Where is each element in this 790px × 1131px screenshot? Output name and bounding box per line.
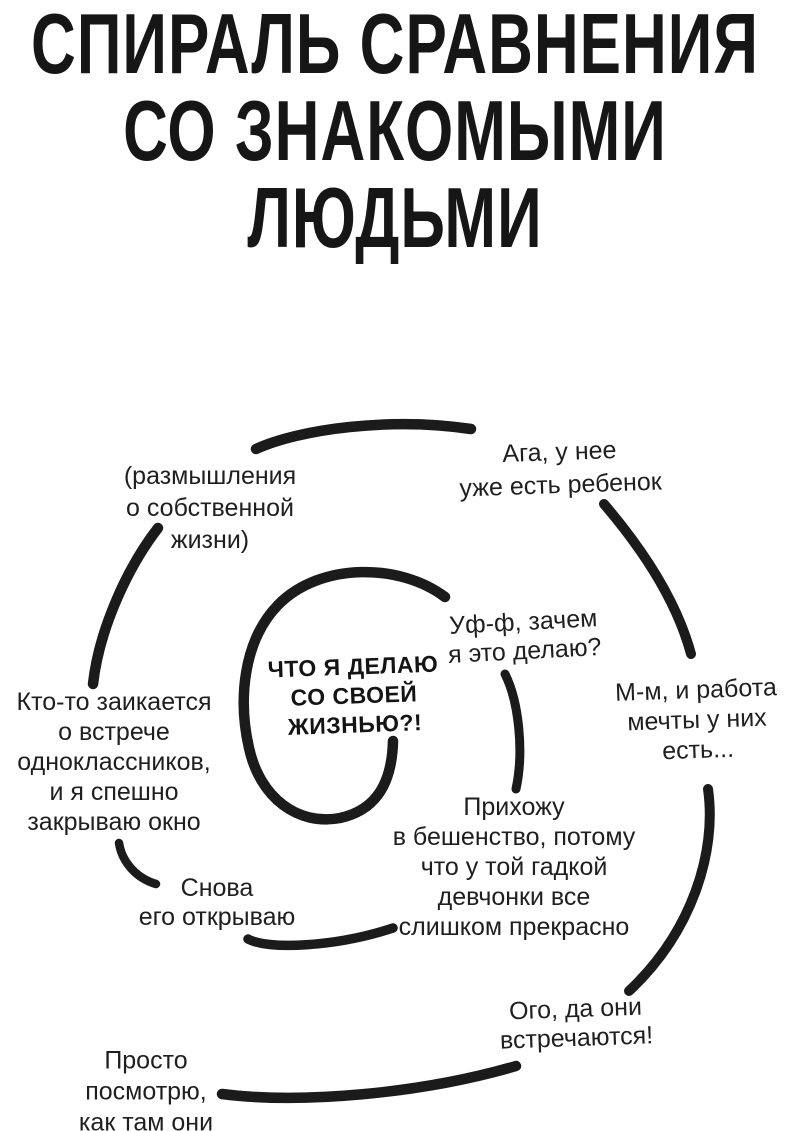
annotation-reflections: (размышления о собственной жизни) — [124, 460, 296, 556]
title-line-3: ЛЮДЬМИ — [247, 170, 543, 267]
title-line-1: СПИРАЛЬ СРАВНЕНИЯ — [31, 0, 759, 93]
annotation-line: встречаются! — [499, 1021, 654, 1055]
annotation-line: жизни) — [170, 526, 250, 554]
annotation-line: Снова — [180, 874, 254, 902]
annotation-line: есть... — [661, 734, 735, 766]
spiral-arc-lower-right — [624, 784, 715, 996]
annotation-line: как там они — [78, 1108, 214, 1131]
annotation-line: слишком прекрасно — [398, 913, 630, 941]
annotation-line: в бешенство, потому — [392, 823, 636, 851]
annotation-just-look: Просто посмотрю, как там они — [79, 1046, 213, 1131]
annotation-dream-job: М-м, и работа мечты у них есть... — [615, 672, 780, 768]
title-line-2: СО ЗНАКОМЫМИ — [123, 83, 667, 180]
spiral-arc-upper-right — [599, 499, 696, 659]
annotation-line: Кто-то заикается — [16, 688, 212, 716]
annotation-line: Просто — [104, 1046, 188, 1075]
annotation-line: и я спешно — [49, 778, 179, 806]
annotation-line: закрываю окно — [27, 808, 201, 836]
annotation-why-am-i-doing-this: Уф-ф, зачем я это делаю? — [446, 604, 602, 670]
annotation-center-thought: ЧТО Я ДЕЛАЮ СО СВОЕЙ ЖИЗНЬЮ?! — [267, 650, 440, 743]
annotation-line: одноклассников, — [17, 748, 211, 776]
annotation-they-are-dating: Ого, да они встречаются! — [498, 992, 653, 1055]
spiral-arc-left-outer — [87, 522, 164, 690]
annotation-line: девчонки все — [437, 883, 591, 911]
spiral-arc-top-outer — [250, 418, 477, 455]
annotation-line: мечты у них — [626, 703, 768, 737]
annotation-line: посмотрю, — [85, 1077, 207, 1106]
annotation-line: ЖИЗНЬЮ?! — [287, 709, 423, 740]
annotation-line: его открываю — [138, 903, 296, 931]
annotation-line: о встрече — [58, 718, 170, 746]
annotation-reopen-window: Снова его открываю — [139, 874, 296, 932]
annotation-line: (размышления — [123, 462, 297, 490]
annotation-classmates-window: Кто-то заикается о встрече однокласснико… — [17, 687, 212, 837]
spiral-arc-bottom-outer — [216, 1060, 522, 1103]
annotation-line: уже есть ребенок — [458, 467, 663, 503]
spiral-arc-left-small — [114, 838, 161, 889]
spiral-arc-right-inner — [500, 669, 525, 794]
annotation-line: Прихожу — [463, 793, 565, 821]
spiral-arc-bottom-inner — [243, 923, 398, 951]
annotation-line: что у той гадкой — [420, 853, 608, 881]
annotation-line: о собственной — [126, 494, 294, 522]
annotation-baby: Ага, у нее уже есть ребенок — [458, 432, 662, 505]
page-title: СПИРАЛЬ СРАВНЕНИЯ СО ЗНАКОМЫМИ ЛЮДЬМИ — [0, 0, 790, 266]
spiral-inner-coil — [238, 566, 451, 825]
annotation-rage: Прихожу в бешенство, потому что у той га… — [393, 792, 636, 942]
